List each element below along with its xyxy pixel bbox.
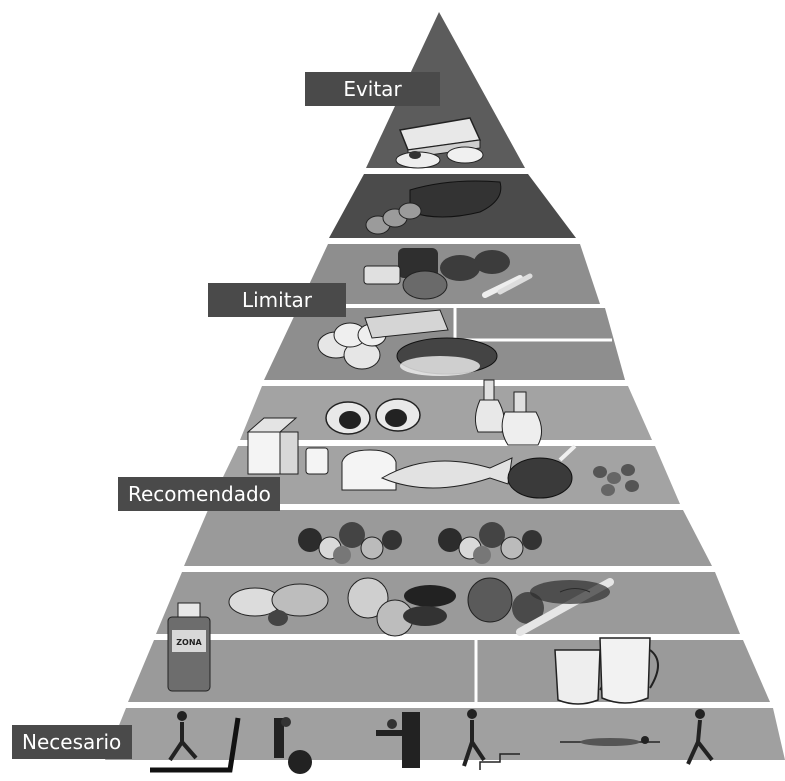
pastry-icon [447,147,483,163]
tier-fats-oils [240,386,652,440]
tier-water-supplements [128,640,770,702]
label-evitar: Evitar [305,72,440,106]
yogurt-icon [306,448,328,474]
label-recomendado: Recomendado [118,477,280,511]
cheese-icon [342,450,396,490]
label-limitar: Limitar [208,283,346,317]
supplement-brand-label: ZONA [176,638,202,647]
tier-exercise [105,708,785,760]
label-necesario: Necesario [12,725,132,759]
